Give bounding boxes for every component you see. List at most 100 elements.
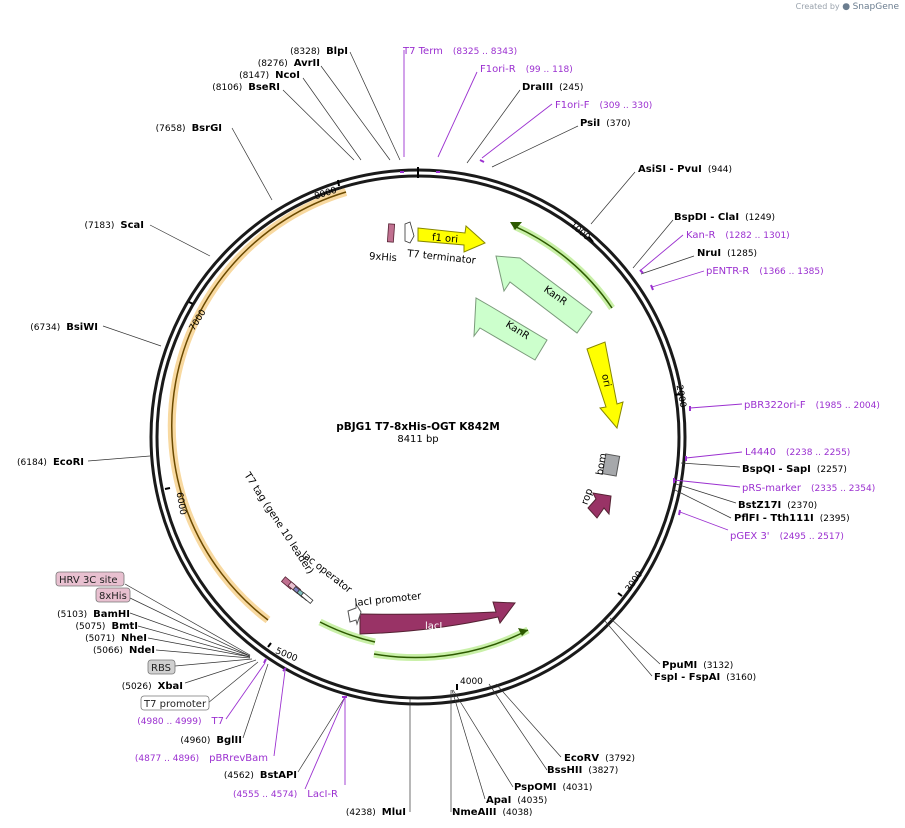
primer-t7[interactable]: (4980 .. 4999)T7 (137, 716, 224, 727)
enzyme-draiii[interactable]: DraIII(245) (522, 82, 583, 93)
leader-fspi (604, 620, 653, 677)
mark-t7 (263, 658, 267, 664)
enzyme-bspdi[interactable]: BspDI - ClaI(1249) (674, 212, 775, 223)
plasmid-size: 8411 bp (397, 434, 438, 445)
primer-prsmarker[interactable]: pRS-marker(2335 .. 2354) (742, 483, 875, 494)
leader-pbr322orif (689, 403, 743, 409)
enzyme-bseri[interactable]: (8106)BseRI (212, 82, 280, 93)
tick-2000: 2000 (674, 384, 688, 409)
leader-nhei (147, 637, 251, 658)
leader-pflfi (672, 488, 732, 519)
his8-box[interactable] (95, 587, 131, 603)
enzyme-pflfi[interactable]: PflFI - Tth111I(2395) (734, 513, 850, 524)
tick-label-4000: 4000 (460, 677, 483, 687)
leader-asisi (590, 171, 636, 225)
primer-kanr[interactable]: Kan-R(1282 .. 1301) (686, 230, 790, 241)
leader-blpi (349, 51, 401, 161)
leader-lacir (304, 696, 346, 790)
leader-bglii (242, 663, 269, 739)
enzyme-pspomi[interactable]: PspOMI(4031) (514, 782, 592, 793)
leader-kanr (640, 234, 684, 271)
primer-f1orif[interactable]: F1ori-F(309 .. 330) (555, 100, 652, 111)
leader-his8 (129, 597, 251, 657)
enzyme-bspqi[interactable]: BspQI - SapI(2257) (742, 464, 847, 475)
boxed-labels: HRV 3C site 8xHis RBS T7 promoter (55, 571, 210, 711)
t7-promoter-box[interactable] (140, 695, 210, 711)
enzyme-bstapi[interactable]: (4562)BstAPI (224, 770, 297, 781)
ori-arrow (586, 341, 624, 430)
leader-ecori (87, 455, 151, 462)
leader-bstz17i (675, 483, 737, 504)
enzyme-labels: (8328)BlpI (8276)AvrII (8147)NcoI (8106)… (17, 46, 850, 818)
leader-ncoi (302, 77, 362, 161)
mark-pentrr (650, 284, 654, 291)
hrv-box[interactable] (55, 571, 125, 587)
primer-t7term[interactable]: T7 Term(8325 .. 8343) (402, 46, 517, 57)
primer-l4440[interactable]: L4440(2238 .. 2255) (745, 447, 850, 458)
primer-pbrrevbam[interactable]: (4877 .. 4896)pBRrevBam (135, 753, 268, 764)
primer-lacir[interactable]: (4555 .. 4574)LacI-R (233, 789, 338, 800)
primer-pentrr[interactable]: pENTR-R(1366 .. 1385) (706, 266, 824, 277)
primer-lines (225, 50, 743, 790)
enzyme-bsshii[interactable]: BssHII(3827) (547, 765, 618, 776)
bom-label: bom (595, 452, 610, 476)
orf-green-top-head (510, 222, 522, 230)
primer-f1orir[interactable]: F1ori-R(99 .. 118) (480, 64, 573, 75)
enzyme-ecori[interactable]: (6184)EcoRI (17, 457, 84, 468)
leader-bmti (137, 625, 251, 658)
leader-pentrr (651, 270, 705, 288)
enzyme-ppumi[interactable]: PpuMI(3132) (662, 660, 733, 671)
enzyme-apai[interactable]: ApaI(4035) (486, 795, 547, 806)
snapgene-credit: Created by ● SnapGene (796, 2, 899, 12)
tick-4000: 4000 (456, 677, 483, 690)
enzyme-asisi[interactable]: AsiSI - PvuI(944) (638, 164, 732, 175)
enzyme-bamhi[interactable]: (5103)BamHI (57, 609, 130, 620)
leader-pgex (679, 511, 729, 531)
enzyme-nrui[interactable]: NruI(1285) (697, 248, 757, 259)
enzyme-bstz17i[interactable]: BstZ17I(2370) (738, 500, 817, 511)
orf-green-bottom2-head (518, 628, 528, 636)
t7-tag-label: T7 tag (gene 10 leader) (241, 470, 316, 577)
laci-arrow (359, 601, 516, 635)
leader-ppumi (609, 617, 661, 665)
enzyme-ncoi[interactable]: (8147)NcoI (239, 70, 300, 81)
rbs-box[interactable] (147, 659, 176, 675)
f1-ori-label: f1 ori (432, 232, 459, 245)
primer-pgex[interactable]: pGEX 3'(2495 .. 2517) (730, 531, 844, 542)
enzyme-xbai[interactable]: (5026)XbaI (122, 681, 183, 692)
primer-pbr322orif[interactable]: pBR322ori-F(1985 .. 2004) (744, 400, 880, 411)
enzyme-bsiwi[interactable]: (6734)BsiWI (30, 322, 98, 333)
laci-promoter-label: lacI promoter (354, 591, 423, 609)
leader-bamhi (129, 612, 251, 657)
enzyme-nhei[interactable]: (5071)NheI (85, 633, 147, 644)
leader-ndei (155, 649, 251, 659)
enzyme-ndei[interactable]: (5066)NdeI (93, 645, 155, 656)
enzyme-bmti[interactable]: (5075)BmtI (76, 621, 138, 632)
enzyme-nmeaiii[interactable]: NmeAIII(4038) (452, 807, 532, 818)
enzyme-bglii[interactable]: (4960)BglII (180, 735, 242, 746)
kanr-arrow-2 (473, 297, 548, 361)
bom-box (601, 453, 621, 477)
orf-green-bottom2-glow (373, 626, 530, 661)
tick-label-2000: 2000 (674, 384, 688, 409)
enzyme-ecorv[interactable]: EcoRV(3792) (564, 753, 635, 764)
enzyme-fspi[interactable]: FspI - FspAI(3160) (654, 672, 756, 683)
leader-bsshii (488, 683, 548, 771)
enzyme-scai[interactable]: (7183)ScaI (84, 220, 144, 231)
primer-labels: T7 Term(8325 .. 8343) F1ori-R(99 .. 118)… (135, 46, 880, 800)
leader-apai (451, 689, 486, 800)
his9-feat (386, 223, 396, 243)
enzyme-blpi[interactable]: (8328)BlpI (290, 46, 348, 57)
enzyme-mlui[interactable]: (4238)MluI (346, 807, 406, 818)
laci-label: lacI (425, 621, 442, 632)
leader-bstapi (297, 696, 346, 773)
t7-promoter-label: T7 promoter (143, 699, 207, 710)
enzyme-psii[interactable]: PsiI(370) (580, 118, 630, 129)
enzyme-avrii[interactable]: (8276)AvrII (258, 58, 320, 69)
enzyme-bsrgi[interactable]: (7658)BsrGI (156, 123, 222, 134)
leader-avrii (320, 65, 391, 161)
leader-bseri (282, 89, 355, 161)
mark-f1orif (479, 159, 485, 163)
rop-arrow (587, 492, 612, 519)
